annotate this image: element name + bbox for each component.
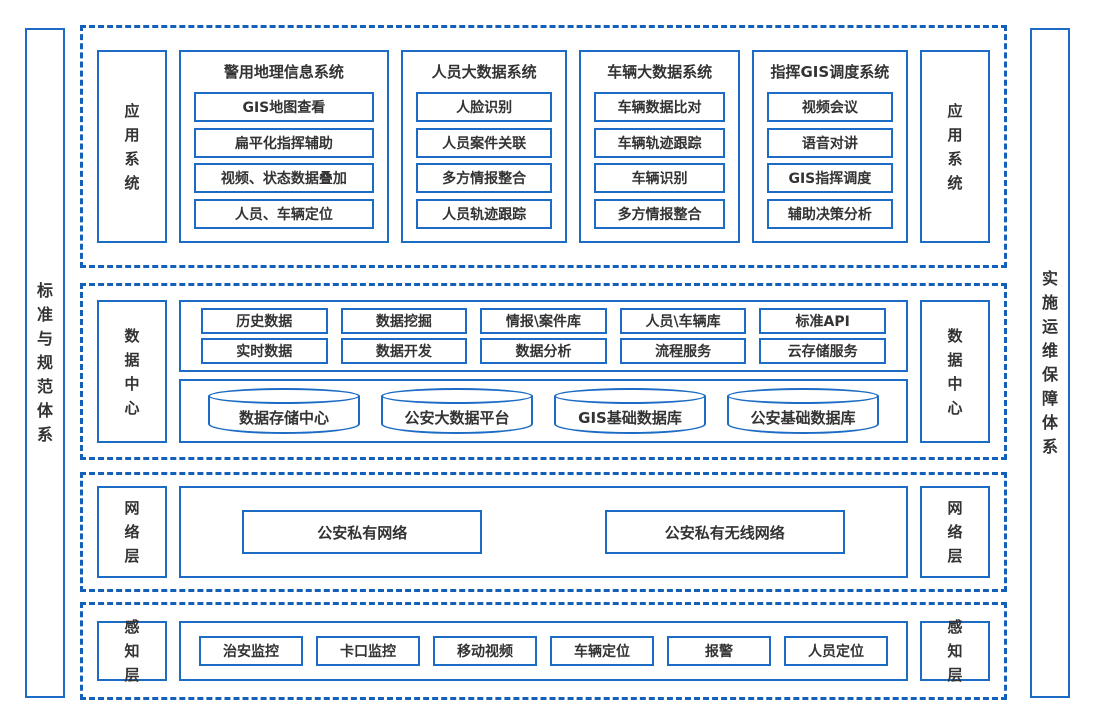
- system-item: 扁平化指挥辅助: [194, 127, 374, 158]
- perception-layer-label-text: 感知层: [124, 618, 140, 684]
- ops-maintenance-bar: 实施运维保障体系: [1030, 28, 1070, 698]
- sensor-box: 人员定位: [784, 636, 888, 666]
- network-layer-label-text: 网络层: [124, 499, 140, 565]
- sensor-box: 治安监控: [199, 636, 303, 666]
- service-box: 云存储服务: [759, 338, 886, 364]
- perception-layer-label-left: 感知层: [97, 618, 167, 684]
- service-box: 情报\案件库: [480, 308, 607, 334]
- system-item: 辅助决策分析: [766, 199, 894, 229]
- data-center-label-left: 数据中心: [97, 300, 167, 443]
- standards-spec-bar: 标准与规范体系: [25, 28, 65, 698]
- service-box: 人员\车辆库: [619, 308, 747, 334]
- data-services-row-1: 历史数据 数据挖掘 情报\案件库 人员\车辆库 标准API: [201, 308, 886, 334]
- database-cylinder: GIS基础数据库: [554, 388, 706, 434]
- data-center-label-text: 数据中心: [124, 326, 140, 417]
- service-box: 流程服务: [619, 338, 747, 364]
- system-item: 车辆识别: [594, 163, 725, 194]
- data-center-layer: 数据中心 历史数据 数据挖掘 情报\案件库 人员\车辆库 标准API 实时数据 …: [80, 283, 1007, 460]
- sensor-box: 移动视频: [433, 636, 537, 666]
- system-item: 人脸识别: [415, 91, 553, 122]
- sensor-box: 卡口监控: [316, 636, 420, 666]
- service-box: 数据挖掘: [340, 308, 468, 334]
- data-services-group: 历史数据 数据挖掘 情报\案件库 人员\车辆库 标准API 实时数据 数据开发 …: [179, 300, 908, 372]
- system-item: 多方情报整合: [594, 199, 725, 229]
- cylinder-shape: [727, 396, 879, 434]
- sensor-box: 报警: [667, 636, 771, 666]
- network-group: 公安私有网络 公安私有无线网络: [179, 486, 908, 578]
- system-title: 车辆大数据系统: [607, 63, 713, 81]
- perception-layer-label-right: 感知层: [920, 618, 990, 684]
- sensor-box: 车辆定位: [550, 636, 654, 666]
- system-item: 车辆轨迹跟踪: [594, 127, 725, 158]
- application-layer-label-left: 应用系统: [97, 50, 167, 243]
- database-group: 数据存储中心 公安大数据平台 GIS基础数据库: [179, 379, 908, 443]
- system-vehicle-bigdata: 车辆大数据系统 车辆数据比对 车辆轨迹跟踪 车辆识别 多方情报整合: [579, 50, 740, 243]
- system-item: 车辆数据比对: [594, 91, 725, 122]
- perception-layer-label-text: 感知层: [947, 618, 963, 684]
- system-item: 人员案件关联: [415, 127, 553, 158]
- network-box: 公安私有网络: [242, 510, 483, 554]
- system-item: 人员轨迹跟踪: [415, 199, 553, 229]
- database-cylinder: 公安大数据平台: [381, 388, 533, 434]
- system-item: 视频、状态数据叠加: [194, 163, 374, 194]
- network-layer-label-right: 网络层: [920, 486, 990, 578]
- system-item: GIS地图查看: [194, 91, 374, 122]
- system-title: 警用地理信息系统: [223, 63, 344, 81]
- system-item: 语音对讲: [766, 127, 894, 158]
- database-cylinder: 数据存储中心: [208, 388, 360, 434]
- standards-spec-label: 标准与规范体系: [37, 281, 54, 444]
- perception-layer: 感知层 治安监控 卡口监控 移动视频 车辆定位 报警 人员定位 感知层: [80, 602, 1007, 700]
- layer-stack: 应用系统 警用地理信息系统 GIS地图查看 扁平化指挥辅助 视频、状态数据叠加 …: [80, 25, 1007, 700]
- ops-maintenance-label: 实施运维保障体系: [1042, 269, 1059, 456]
- system-police-gis: 警用地理信息系统 GIS地图查看 扁平化指挥辅助 视频、状态数据叠加 人员、车辆…: [179, 50, 389, 243]
- system-item: GIS指挥调度: [766, 163, 894, 194]
- system-command-gis-dispatch: 指挥GIS调度系统 视频会议 语音对讲 GIS指挥调度 辅助决策分析: [751, 50, 909, 243]
- network-layer: 网络层 公安私有网络 公安私有无线网络 网络层: [80, 472, 1007, 592]
- system-personnel-bigdata: 人员大数据系统 人脸识别 人员案件关联 多方情报整合 人员轨迹跟踪: [400, 50, 568, 243]
- system-item: 视频会议: [766, 91, 894, 122]
- cylinder-top-ellipse: [727, 388, 879, 404]
- cylinder-top-ellipse: [208, 388, 360, 404]
- application-layer-label-right: 应用系统: [920, 50, 991, 243]
- database-label: 数据存储中心: [238, 408, 329, 427]
- system-item: 人员、车辆定位: [194, 199, 374, 229]
- service-box: 数据分析: [480, 338, 607, 364]
- system-title: 人员大数据系统: [431, 63, 537, 81]
- system-title: 指挥GIS调度系统: [770, 63, 890, 81]
- data-center-label-right: 数据中心: [920, 300, 990, 443]
- database-cylinder: 公安基础数据库: [727, 388, 879, 434]
- network-box: 公安私有无线网络: [604, 510, 845, 554]
- application-layer-label-text: 应用系统: [124, 101, 140, 192]
- data-services-row-2: 实时数据 数据开发 数据分析 流程服务 云存储服务: [201, 338, 886, 364]
- application-layer: 应用系统 警用地理信息系统 GIS地图查看 扁平化指挥辅助 视频、状态数据叠加 …: [80, 25, 1007, 268]
- perception-group: 治安监控 卡口监控 移动视频 车辆定位 报警 人员定位: [179, 621, 908, 681]
- data-center-content: 历史数据 数据挖掘 情报\案件库 人员\车辆库 标准API 实时数据 数据开发 …: [179, 300, 908, 443]
- database-label: 公安基础数据库: [750, 408, 856, 427]
- database-label: GIS基础数据库: [578, 408, 682, 427]
- service-box: 实时数据: [201, 338, 328, 364]
- cylinder-top-ellipse: [381, 388, 533, 404]
- service-box: 历史数据: [201, 308, 328, 334]
- service-box: 数据开发: [340, 338, 468, 364]
- application-layer-label-text: 应用系统: [947, 101, 963, 192]
- database-label: 公安大数据平台: [404, 408, 510, 427]
- cylinder-top-ellipse: [554, 388, 706, 404]
- system-item: 多方情报整合: [415, 163, 553, 194]
- service-box: 标准API: [759, 308, 886, 334]
- network-layer-label-text: 网络层: [947, 499, 963, 565]
- data-center-label-text: 数据中心: [947, 326, 963, 417]
- network-layer-label-left: 网络层: [97, 486, 167, 578]
